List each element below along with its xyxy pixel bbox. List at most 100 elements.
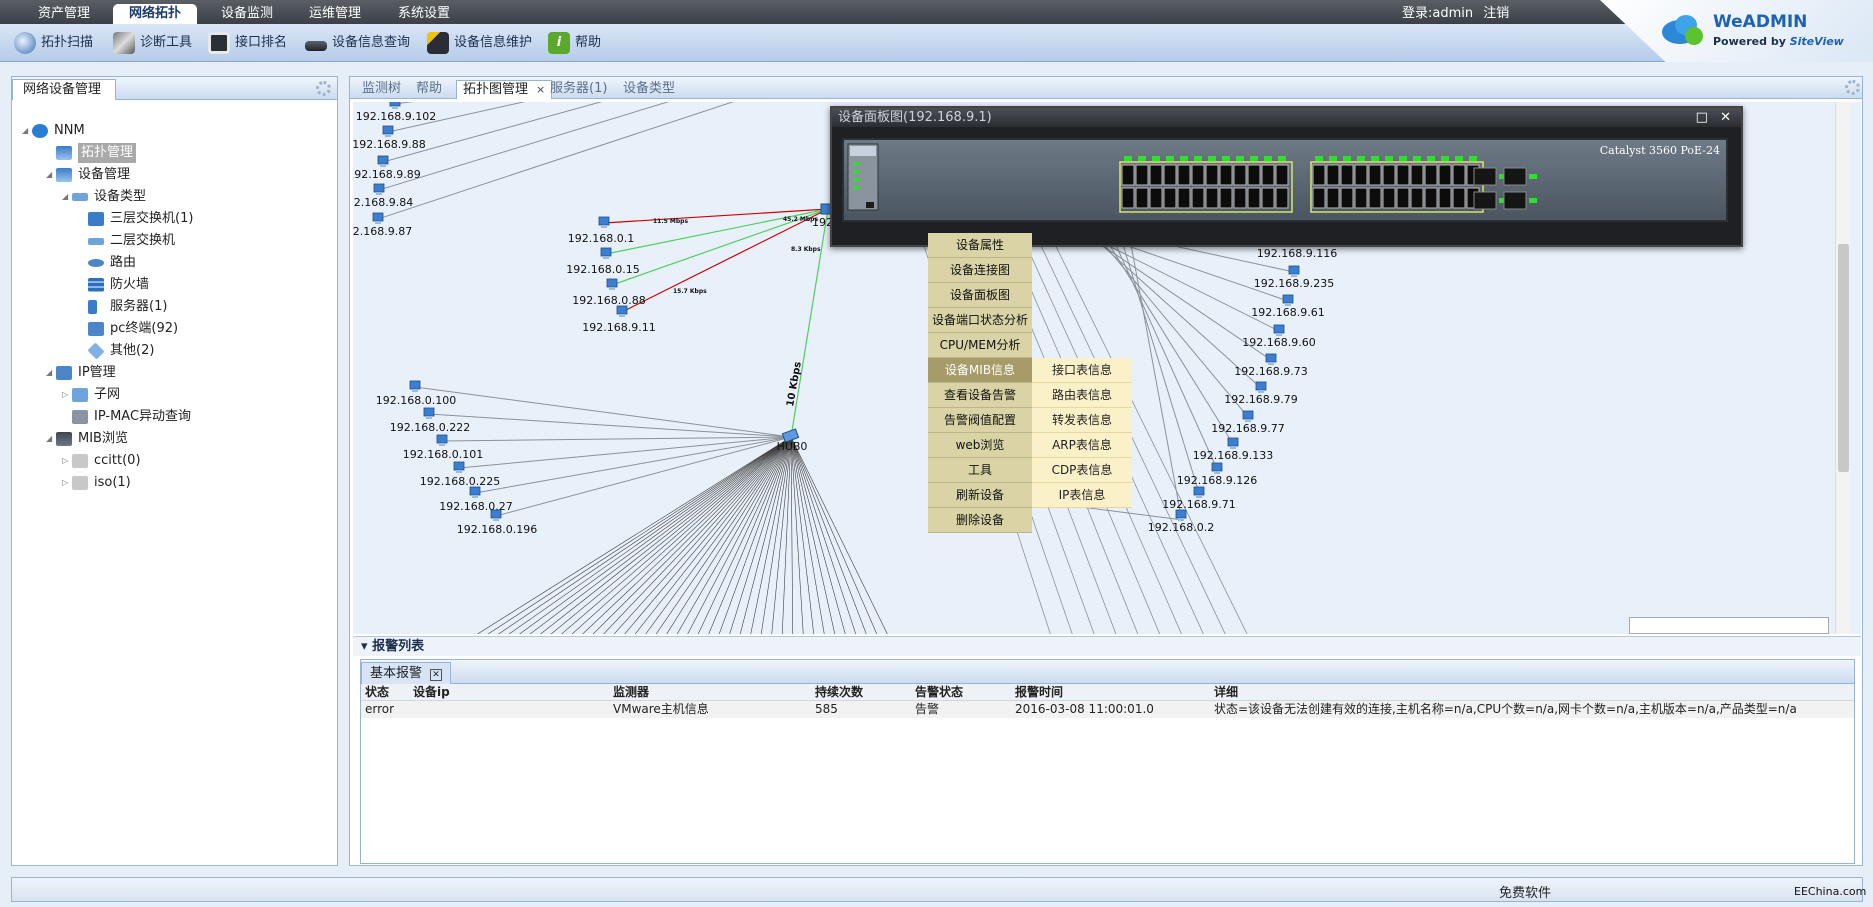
ethernet-port[interactable] [1382,187,1396,209]
ethernet-port[interactable] [1312,164,1326,186]
pc-device-icon[interactable] [436,434,448,446]
context-menu-item[interactable]: 告警阀值配置 [928,408,1032,433]
ethernet-port[interactable] [1163,187,1177,209]
link-line[interactable] [790,436,817,634]
link-line[interactable] [790,436,805,634]
link-line[interactable] [469,436,792,634]
context-menu-item[interactable]: 工具 [928,458,1032,483]
ethernet-port[interactable] [1396,164,1410,186]
ethernet-port[interactable] [1452,164,1466,186]
sfp-port[interactable] [1503,191,1527,210]
topology-minimap[interactable] [1629,617,1829,634]
nav-tab-ops[interactable]: 运维管理 [308,6,361,21]
ethernet-port[interactable] [1219,187,1233,209]
tree-node-l2-switch[interactable]: 二层交换机 [78,231,175,251]
device-ip-label[interactable]: 192.168.0.15 [566,263,639,276]
link-line[interactable] [790,208,829,438]
nav-tab-settings[interactable]: 系统设置 [397,6,450,21]
ethernet-port[interactable] [1424,164,1438,186]
link-line[interactable] [541,436,792,634]
sfp-port[interactable] [1473,191,1497,210]
device-ip-label[interactable]: 192.168.0.88 [572,294,645,307]
device-ip-label[interactable]: HUB0 [777,440,808,453]
pc-device-icon[interactable] [1282,294,1294,306]
tab-device-type[interactable]: 设备类型 [623,81,676,96]
pc-device-icon[interactable] [1242,410,1254,422]
link-line[interactable] [1038,211,1251,634]
link-line[interactable] [474,436,792,494]
ethernet-port[interactable] [1312,187,1326,209]
link-line[interactable] [377,102,793,220]
tree-node-iso[interactable]: ▷iso(1) [62,475,131,490]
pc-device-icon[interactable] [1273,324,1285,336]
context-menu-item[interactable]: 设备连接图 [928,258,1032,283]
link-line[interactable] [685,436,792,634]
gear-icon[interactable] [316,81,331,96]
pc-device-icon[interactable] [1211,462,1223,474]
link-line[interactable] [517,436,792,634]
submenu-item[interactable]: 转发表信息 [1032,408,1132,433]
device-ip-label[interactable]: 92.168.9.87 [353,225,412,238]
device-ip-label[interactable]: 192.168.9.88 [353,138,426,151]
pc-device-icon[interactable] [1227,437,1239,449]
tree-node-ip-mac[interactable]: IP-MAC异动查询 [62,407,191,427]
tree-node-topology-manage[interactable]: 拓扑管理 [46,143,137,163]
device-ip-label[interactable]: 192.168.9.60 [1242,336,1315,349]
link-line[interactable] [428,413,792,438]
ethernet-port[interactable] [1247,187,1261,209]
link-line[interactable] [637,436,792,634]
submenu-item[interactable]: ARP表信息 [1032,433,1132,458]
ethernet-port[interactable] [1177,187,1191,209]
pc-device-icon[interactable] [1288,265,1300,277]
link-line[interactable] [661,436,792,634]
link-line[interactable] [481,436,792,634]
ethernet-port[interactable] [1275,164,1289,186]
ethernet-port[interactable] [1205,164,1219,186]
alarm-list-header[interactable]: ▾ 报警列表 [353,636,1861,656]
tab-monitor-tree[interactable]: 监测树 [362,81,402,96]
ethernet-port[interactable] [1275,187,1289,209]
link-line[interactable] [387,102,613,133]
device-panel-popup-title[interactable]: 设备面板图(192.168.9.1) □ ✕ [832,108,1741,127]
link-line[interactable] [790,436,841,634]
topology-scan-button[interactable]: 拓扑扫描 [14,30,93,56]
link-line[interactable] [529,436,792,634]
context-menu-item[interactable]: web浏览 [928,433,1032,458]
context-menu-item[interactable]: 删除设备 [928,508,1032,533]
device-ip-label[interactable]: 192.168.9.73 [1234,365,1307,378]
link-line[interactable] [445,436,792,634]
device-ip-label[interactable]: 192.168.0.1 [568,232,634,245]
link-line[interactable] [790,436,889,634]
ethernet-port[interactable] [1219,164,1233,186]
link-line[interactable] [790,436,794,634]
link-line[interactable] [790,436,901,634]
context-menu-item[interactable]: 设备MIB信息 [928,358,1032,383]
context-menu-item[interactable]: 设备属性 [928,233,1032,258]
device-ip-label[interactable]: 192.168.0.196 [457,523,537,536]
table-row[interactable]: error VMware主机信息 585 告警 2016-03-08 11:00… [361,701,1854,718]
pc-device-icon[interactable] [606,278,618,290]
nav-tab-monitor[interactable]: 设备监测 [220,6,273,21]
device-ip-label[interactable]: 192.168.0.101 [403,448,483,461]
device-ip-label[interactable]: 192.168.9.77 [1211,422,1284,435]
pc-device-icon[interactable] [453,461,465,473]
tree-node-device-manage[interactable]: ◢设备管理 [46,167,131,182]
link-line[interactable] [457,436,792,634]
pc-device-icon[interactable] [423,407,435,419]
tab-help[interactable]: 帮助 [416,81,443,96]
ethernet-port[interactable] [1261,164,1275,186]
device-ip-label[interactable]: 192.168.9.102 [356,110,436,123]
link-line[interactable] [493,436,792,634]
submenu-item[interactable]: IP表信息 [1032,483,1132,508]
pc-device-icon[interactable] [490,509,502,521]
link-line[interactable] [709,436,792,634]
link-line[interactable] [1100,211,1218,470]
device-ip-label[interactable]: 192.168.9.126 [1177,474,1257,487]
ethernet-port[interactable] [1340,164,1354,186]
ethernet-port[interactable] [1326,164,1340,186]
hub-icon[interactable] [781,428,800,443]
link-line[interactable] [673,436,792,634]
ethernet-port[interactable] [1163,164,1177,186]
